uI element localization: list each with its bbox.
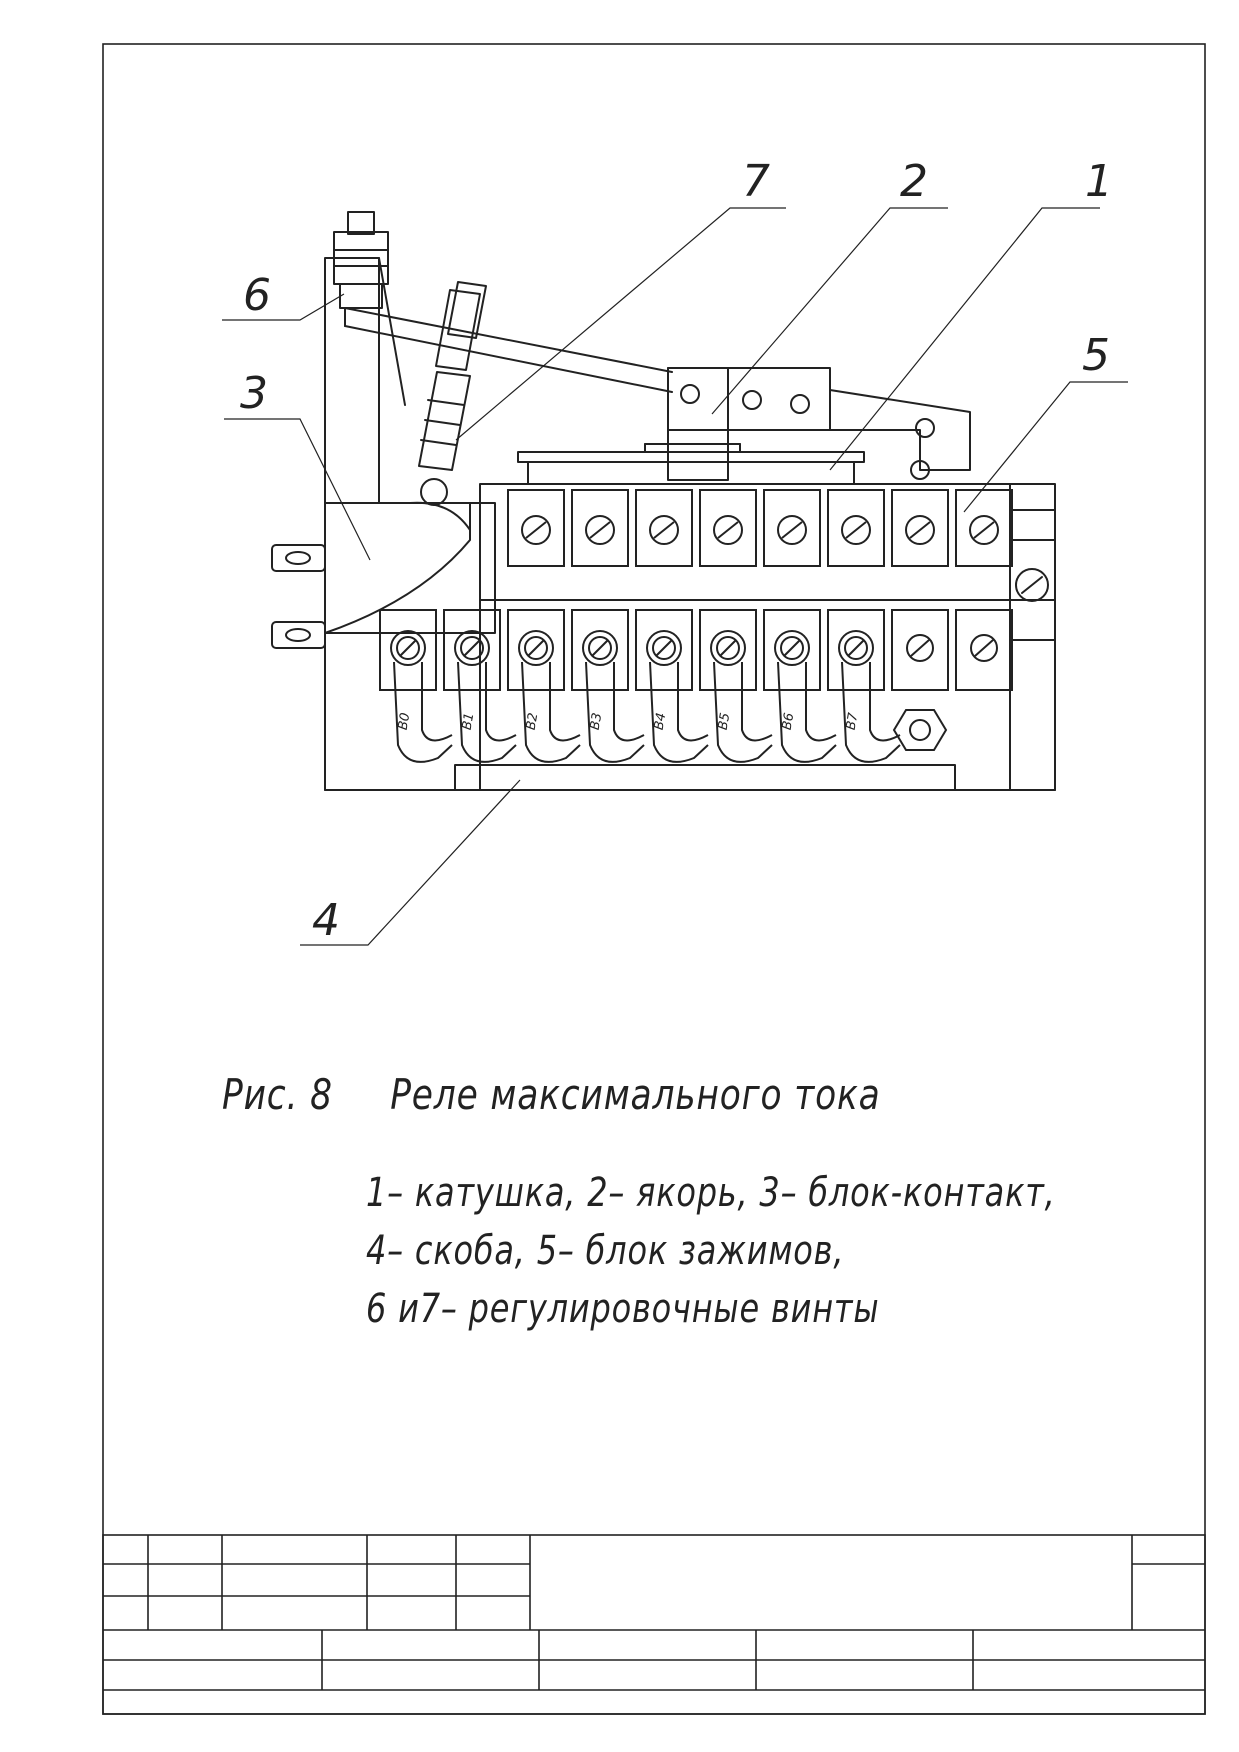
terminal-label: В5 <box>716 712 734 732</box>
plain-terminal <box>891 609 949 691</box>
legend-line-3: 6 и7– регулировочные винты <box>366 1286 880 1332</box>
lug-terminal: В6 <box>763 609 837 763</box>
lug-terminal: В3 <box>571 609 645 763</box>
relay-body <box>324 483 1056 791</box>
upper-terminal-screw <box>571 489 629 567</box>
bottom-bracket <box>324 764 1056 791</box>
lug-terminal: В5 <box>699 609 773 763</box>
upper-terminal-screw <box>955 489 1013 567</box>
armature-lever <box>344 307 971 481</box>
lug-terminal: В4 <box>635 609 709 763</box>
plain-terminal <box>955 609 1013 691</box>
callout-2: 2 <box>900 156 928 207</box>
terminal-label: В2 <box>524 712 542 732</box>
side-lugs <box>271 544 326 649</box>
terminal-block-upper <box>507 489 1013 567</box>
adjusting-screw-7 <box>418 281 487 506</box>
callout-1: 1 <box>1085 156 1113 207</box>
callout-6: 6 <box>243 270 271 321</box>
callout-numbers: 1 2 7 5 6 3 4 <box>240 156 1113 946</box>
coil-cover <box>517 443 865 485</box>
lug-terminal: В7 <box>827 609 901 763</box>
title-block <box>102 1534 1206 1715</box>
terminal-label: В4 <box>652 712 670 732</box>
terminal-label: В0 <box>396 712 414 732</box>
terminal-label: В1 <box>460 712 478 732</box>
bracket-post <box>324 257 406 791</box>
upper-terminal-screw <box>763 489 821 567</box>
legend-line-2: 4– скоба, 5– блок зажимов, <box>366 1228 845 1274</box>
upper-terminal-screw <box>891 489 949 567</box>
lug-terminal: В0 <box>379 609 453 763</box>
terminal-label: В3 <box>588 712 606 732</box>
adjusting-screw-6 <box>333 211 389 309</box>
relay-drawing <box>271 211 1056 791</box>
callout-4: 4 <box>312 895 340 946</box>
callout-5: 5 <box>1082 330 1110 381</box>
upper-terminal-screw <box>507 489 565 567</box>
legend-line-1: 1– катушка, 2– якорь, 3– блок-контакт, <box>366 1170 1056 1216</box>
callout-7: 7 <box>742 156 770 207</box>
upper-terminal-screw <box>699 489 757 567</box>
hex-nut <box>892 709 948 751</box>
lug-terminal: В1 <box>443 609 517 763</box>
figure-number: Рис. 8 <box>222 1070 333 1119</box>
upper-terminal-screw <box>635 489 693 567</box>
terminal-label: В6 <box>780 712 798 732</box>
callout-3: 3 <box>240 368 268 419</box>
terminal-block-lower: В0 В1 В2 В3 В4 В5 В6 В7 <box>379 609 1013 763</box>
leader-lines <box>222 207 1128 946</box>
terminal-label: В7 <box>844 711 862 731</box>
figure-title: Реле максимального тока <box>390 1070 881 1119</box>
figure-caption: Рис. 8 Реле максимального тока <box>222 1070 881 1119</box>
upper-terminal-screw <box>827 489 885 567</box>
lug-terminal: В2 <box>507 609 581 763</box>
